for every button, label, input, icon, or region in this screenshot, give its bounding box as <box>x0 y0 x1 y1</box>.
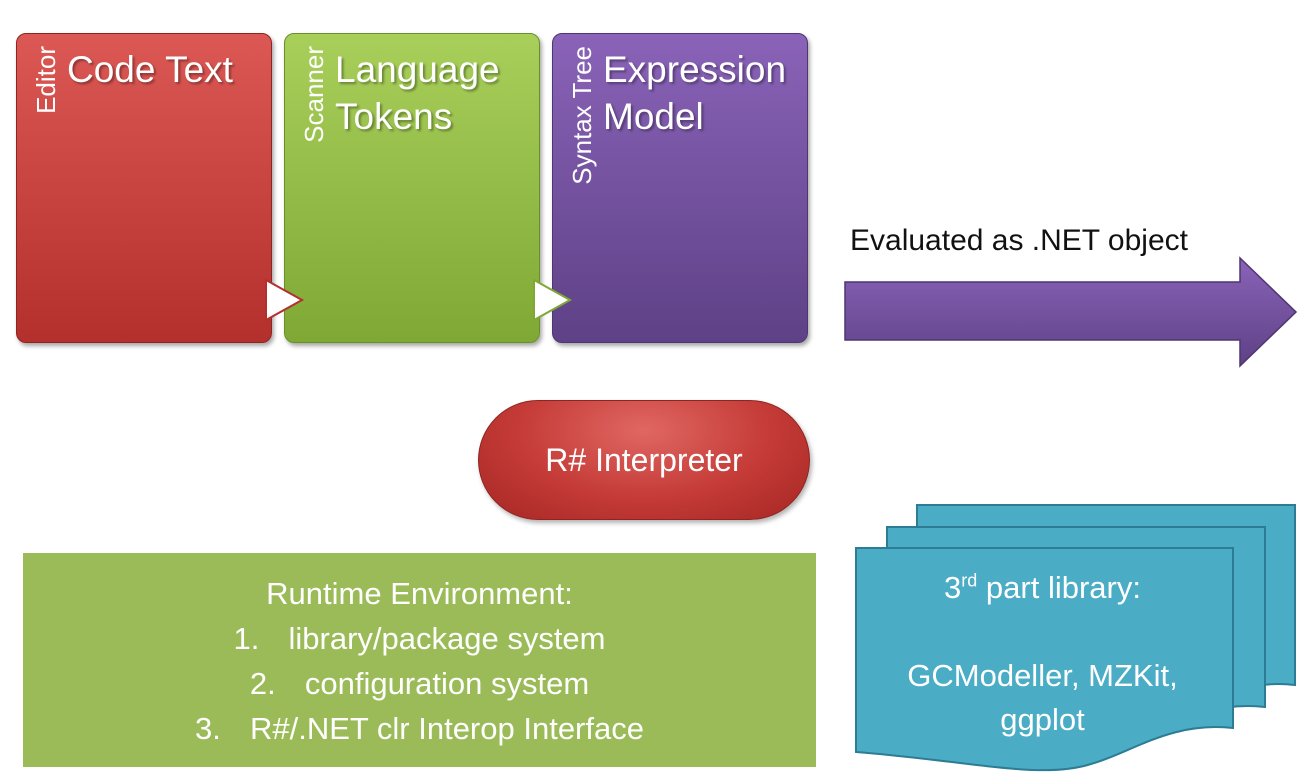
library-heading: 3rd part library: <box>870 566 1215 610</box>
stage-scanner-title: Language Tokens <box>335 46 533 140</box>
connector-arrow-icon <box>533 278 573 322</box>
list-item-text: R#/.NET clr Interop Interface <box>250 711 644 746</box>
stage-scanner-title-line-1: Language <box>335 49 500 90</box>
interpreter-label: R# Interpreter <box>545 441 743 478</box>
stage-editor-box: Editor Code Text <box>16 33 272 343</box>
list-item-number: 2. <box>249 666 276 701</box>
list-item-text: library/package system <box>288 621 606 656</box>
stage-syntax-tree-title-line-1: Expression <box>603 49 787 90</box>
stage-syntax-tree-box: Syntax Tree Expression Model <box>552 33 808 343</box>
library-text: 3rd part library: GCModeller, MZKit, ggp… <box>870 566 1215 742</box>
list-item: 3. R#/.NET clr Interop Interface <box>23 706 816 751</box>
stage-scanner-title-line-2: Tokens <box>335 96 453 137</box>
syntax-tree-side-label: Syntax Tree <box>567 46 597 185</box>
library-names-line-2: ggplot <box>1000 702 1085 737</box>
stage-scanner-box: Scanner Language Tokens <box>284 33 540 343</box>
library-names-line-1: GCModeller, MZKit, <box>907 658 1178 693</box>
stage-syntax-tree-title-line-2: Model <box>603 96 704 137</box>
runtime-environment-box: Runtime Environment: 1. library/package s… <box>23 553 816 767</box>
library-spacer <box>870 610 1215 654</box>
list-item-text: configuration system <box>304 666 590 701</box>
runtime-title: Runtime Environment: <box>266 576 573 611</box>
library-heading-ordinal: rd <box>961 570 978 591</box>
connector-arrow-icon <box>265 278 305 322</box>
library-document-stack-icon <box>855 504 1296 772</box>
stage-editor-title-line: Code Text <box>67 49 233 90</box>
list-item: 1. library/package system <box>23 616 816 661</box>
library-heading-number: 3 <box>944 570 962 605</box>
stage-syntax-tree-title: Expression Model <box>603 46 801 140</box>
stage-editor-title: Code Text <box>67 46 265 93</box>
output-arrow-caption: Evaluated as .NET object <box>850 224 1188 257</box>
scanner-side-label: Scanner <box>299 46 329 143</box>
list-item: 2. configuration system <box>23 661 816 706</box>
output-arrow-icon <box>844 256 1298 368</box>
list-item-number: 3. <box>195 711 221 746</box>
interpreter-pill: R# Interpreter <box>478 400 810 520</box>
library-heading-text: part library: <box>977 570 1141 605</box>
list-item-number: 1. <box>233 621 260 656</box>
editor-side-label: Editor <box>31 46 61 114</box>
runtime-list: 1. library/package system 2. configuration… <box>23 616 816 751</box>
